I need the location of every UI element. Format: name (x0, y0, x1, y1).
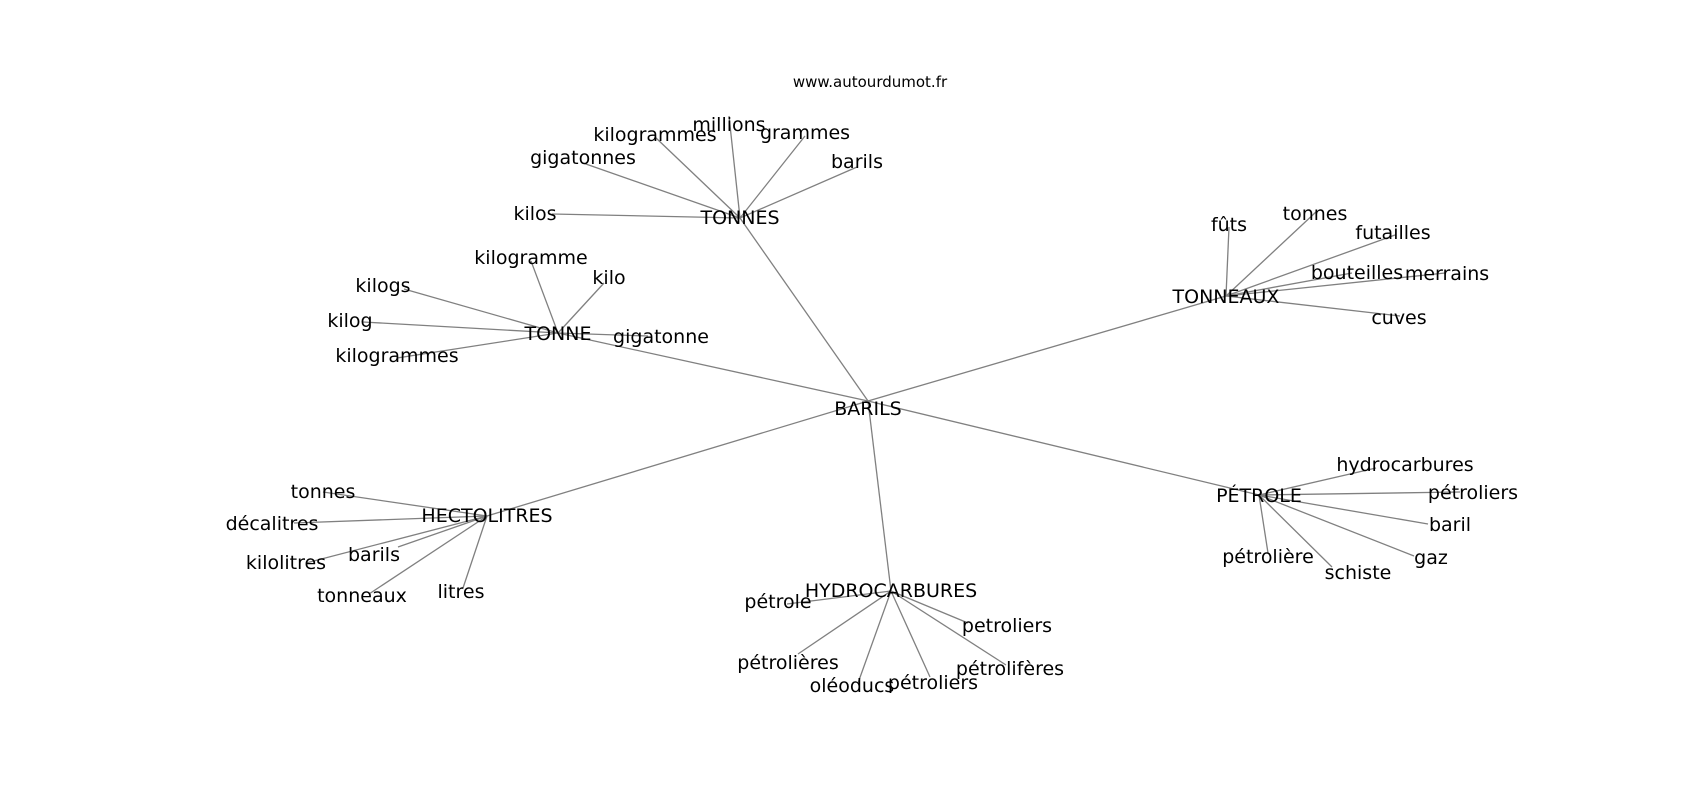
word-node-tonneaux-cuves[interactable]: cuves (1371, 307, 1426, 329)
hub-node-hectolitres[interactable]: HECTOLITRES (421, 505, 552, 527)
edge-hydrocarbures-petroliers-accent (890, 590, 931, 678)
edge-tonne-gigatonne (557, 332, 649, 337)
word-node-tonnes-grammes[interactable]: grammes (760, 122, 850, 144)
edge-tonne-kilogs (403, 288, 559, 334)
word-node-tonnes-kilogrammes[interactable]: kilogrammes (593, 124, 716, 146)
word-node-tonneaux-bouteilles[interactable]: bouteilles (1311, 262, 1403, 284)
edge-hectolitres-tonneaux (368, 515, 488, 595)
word-node-tonneaux-futailles[interactable]: futailles (1355, 222, 1430, 244)
word-node-hydrocarbures-petroliers[interactable]: petroliers (962, 615, 1052, 637)
word-node-hectolitres-barils[interactable]: barils (348, 544, 400, 566)
hub-node-hydrocarbures[interactable]: HYDROCARBURES (805, 580, 977, 602)
edge-tonnes-barils (739, 166, 858, 219)
word-node-petrole-baril[interactable]: baril (1429, 514, 1471, 536)
center-node-baril[interactable]: BARILS (834, 398, 901, 420)
edge-hydrocarbures-petrole (786, 590, 892, 605)
word-node-tonnes-gigatonnes[interactable]: gigatonnes (530, 147, 636, 169)
word-node-tonne-kilog[interactable]: kilog (327, 310, 372, 332)
edge-center-tonneaux (867, 295, 1227, 402)
edge-tonne-kilo (557, 282, 605, 334)
word-node-tonne-kilogs[interactable]: kilogs (355, 275, 410, 297)
edge-hectolitres-tonnes (322, 491, 488, 517)
edge-tonnes-gigatonnes (582, 162, 741, 219)
edge-hectolitres-kilolitres (305, 515, 488, 564)
edge-tonne-kilogramme (530, 260, 559, 334)
word-node-tonne-kilogrammes[interactable]: kilogrammes (335, 345, 458, 367)
edge-hectolitres-barils (397, 515, 488, 548)
word-node-hydrocarbures-oleoducs[interactable]: oléoducs (810, 675, 895, 697)
edge-tonneaux-cuves (1225, 295, 1401, 317)
hub-node-petrole[interactable]: PÉTROLE (1216, 484, 1302, 507)
edge-tonnes-grammes (739, 135, 806, 219)
word-node-hectolitres-decalitres[interactable]: décalitres (226, 513, 319, 535)
edge-hectolitres-decalitres (293, 515, 488, 524)
edge-tonnes-kilogrammes (654, 136, 741, 219)
edge-hydrocarbures-petroliers (890, 590, 969, 624)
word-node-tonneaux-merrains[interactable]: merrains (1405, 263, 1489, 285)
site-credit: www.autourdumot.fr (793, 73, 948, 91)
word-node-hectolitres-tonnes[interactable]: tonnes (291, 481, 356, 503)
edge-center-hydrocarbures (867, 400, 892, 592)
edge-petrole-hydrocarbures (1258, 467, 1377, 496)
hub-node-tonne[interactable]: TONNE (524, 323, 592, 345)
word-node-hydrocarbures-petroliers-accent[interactable]: pétroliers (888, 672, 978, 694)
edge-tonneaux-bouteilles (1225, 272, 1353, 297)
edge-petrole-schiste (1258, 494, 1333, 568)
graph-edges (293, 115, 1461, 684)
edge-tonne-kilogrammes (396, 332, 559, 359)
edge-hectolitres-litres (462, 515, 488, 589)
word-node-tonne-gigatonne[interactable]: gigatonne (613, 326, 709, 348)
edge-petrole-petroliers (1258, 491, 1461, 496)
word-node-petrole-gaz[interactable]: gaz (1414, 547, 1448, 569)
word-node-hydrocarbures-petrole[interactable]: pétrole (744, 591, 811, 613)
edge-tonne-kilog (362, 321, 559, 334)
edge-tonneaux-merrains (1225, 272, 1446, 297)
word-node-tonne-kilogramme[interactable]: kilogramme (474, 247, 587, 269)
word-node-tonnes-kilos[interactable]: kilos (513, 203, 556, 225)
word-node-hectolitres-tonneaux[interactable]: tonneaux (317, 585, 407, 607)
edge-petrole-petroliere (1258, 494, 1269, 554)
word-node-petrole-petroliere[interactable]: pétrolière (1222, 546, 1314, 568)
edge-tonnes-millions (728, 115, 741, 219)
edge-hydrocarbures-petrolieres (797, 590, 892, 655)
edge-hydrocarbures-petroliferes (890, 590, 1007, 666)
word-node-tonneaux-futs[interactable]: fûts (1211, 214, 1247, 236)
edge-center-tonnes (739, 217, 869, 402)
word-node-tonneaux-tonnes[interactable]: tonnes (1283, 203, 1348, 225)
hub-node-tonnes[interactable]: TONNES (699, 207, 779, 229)
edge-tonneaux-tonnes (1225, 210, 1318, 297)
word-node-petrole-hydrocarbures[interactable]: hydrocarbures (1336, 454, 1473, 476)
edge-center-tonne (557, 332, 869, 402)
word-node-hydrocarbures-petrolieres[interactable]: pétrolières (737, 652, 838, 674)
word-node-hectolitres-litres[interactable]: litres (438, 581, 485, 603)
word-node-hydrocarbures-petroliferes[interactable]: pétrolifères (956, 658, 1064, 680)
edge-petrole-baril (1258, 494, 1429, 525)
edge-petrole-gaz (1258, 494, 1415, 557)
edge-center-petrole (867, 400, 1260, 496)
edge-tonneaux-futailles (1225, 234, 1396, 297)
edge-center-hectolitres (486, 400, 869, 517)
edge-tonneaux-futs (1225, 226, 1230, 297)
hub-node-tonneaux[interactable]: TONNEAUX (1172, 286, 1280, 308)
edge-tonnes-kilos (551, 213, 741, 219)
word-node-hectolitres-kilolitres[interactable]: kilolitres (246, 552, 326, 574)
edge-hydrocarbures-oleoducs (857, 590, 892, 684)
word-node-petrole-schiste[interactable]: schiste (1325, 562, 1392, 584)
word-node-tonne-kilo[interactable]: kilo (592, 267, 625, 289)
word-node-tonnes-millions[interactable]: millions (692, 114, 765, 136)
word-node-petrole-petroliers[interactable]: pétroliers (1428, 482, 1518, 504)
word-node-tonnes-barils[interactable]: barils (831, 151, 883, 173)
